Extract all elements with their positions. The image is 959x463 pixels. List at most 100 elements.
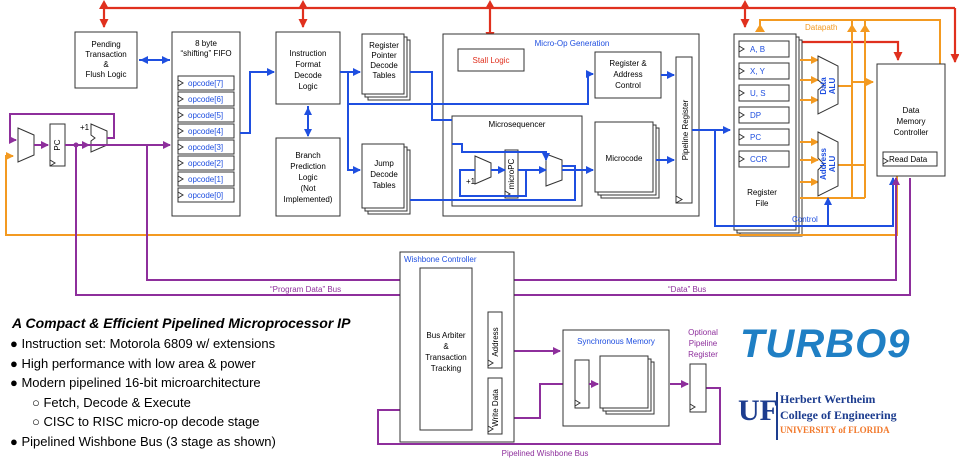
bullet-marker: ○ [32,394,44,410]
register-file-register [738,150,790,168]
purple-buses [9,113,911,445]
branch-prediction-block [275,137,341,217]
page-title: A Compact & Efficient Pipelined Micropro… [12,315,351,331]
micropc-label: microPC [507,158,516,189]
write-data-label: Write Data [491,389,500,427]
fifo-register [177,91,235,107]
bullet-text: Instruction set: Motorola 6809 w/ extens… [21,336,276,351]
register-file-register [738,62,790,80]
wishbone-controller-title: Wishbone Controller [404,255,477,264]
plus-one-label-b: +1 [80,123,90,132]
instruction-flow-lines [139,56,897,227]
clock-mark [177,95,184,103]
data-alu [817,55,839,115]
bullet-marker: ● [10,355,22,371]
register-file-register-label: DP [750,111,761,120]
fifo-register-label: opcode[0] [188,191,223,200]
pending-transaction-block [74,31,138,89]
plus-one-label-a: +1 [466,177,476,186]
bullet-marker: ● [10,375,22,390]
pc-label: PC [53,139,62,150]
clock-mark [738,133,745,141]
memory-array [599,355,655,415]
instruction-format-decode-block [275,31,341,105]
bullet-item: ○ CISC to RISC micro-op decode stage [10,412,276,432]
control-label: Control [792,215,818,224]
uf-line-2: College of Engineering [780,408,897,422]
stall-bus-up-arrows [99,0,750,9]
clock-mark [177,111,184,119]
bullet-marker: ● [10,433,22,449]
address-label: Address [491,327,500,356]
fifo-register [177,171,235,187]
data-alu-label: DataALU [819,77,837,95]
clock-mark [177,159,184,167]
register-file-register-label: A, B [750,45,765,54]
fifo-register-label: opcode[4] [188,127,223,136]
uf-mark: UF [738,394,778,427]
turbo9-logo: TURBO9 [740,322,911,366]
read-data-register [882,151,938,167]
register-file-register-label: CCR [750,155,768,164]
microsequencer-adder [474,155,492,185]
register-file-register-label: PC [750,133,761,142]
fifo-register-label: opcode[5] [188,111,223,120]
fifo-register-label: opcode[2] [188,159,223,168]
bullet-text: Modern pipelined 16-bit microarchitectur… [21,375,261,390]
bullet-item: ● High performance with low area & power [10,354,276,374]
fifo-register [177,75,235,91]
clock-mark [177,127,184,135]
clock-mark [738,45,745,53]
feature-list: ● Instruction set: Motorola 6809 w/ exte… [10,334,276,451]
pc-adder [90,123,108,153]
fifo-register-label: opcode[6] [188,95,223,104]
fifo-register-label: opcode[3] [188,143,223,152]
bullet-marker: ● [10,336,22,351]
address-register [487,311,503,369]
bullet-text: Fetch, Decode & Execute [43,394,191,410]
register-file-register [738,106,790,124]
fifo-register [177,107,235,123]
microcode-block: Microcode [594,121,660,199]
address-alu-label: AddressALU [819,147,837,180]
bullet-item: ○ Fetch, Decode & Execute [10,393,276,413]
clock-mark [738,155,745,163]
synchronous-memory-title: Synchronous Memory [577,337,655,346]
bullet-item: ● Modern pipelined 16-bit microarchitect… [10,373,276,393]
register-file-register [738,84,790,102]
fifo-register [177,139,235,155]
fifo-register [177,155,235,171]
fifo-register-label: opcode[7] [188,79,223,88]
fifo-register [177,187,235,203]
bullet-text: Pipelined Wishbone Bus (3 stage as shown… [21,433,276,449]
uf-line-3: UNIVERSITY of FLORIDA [780,425,890,435]
clock-mark [177,143,184,151]
clock-mark [177,175,184,183]
stall-logic-block [457,48,525,72]
write-data-register [487,377,503,435]
uf-line-1: Herbert Wertheim [780,392,876,406]
clock-mark [738,89,745,97]
micro-op-generation-title: Micro-Op Generation [535,39,610,48]
pc-junction-dot [73,142,79,148]
datapath-label: Datapath [805,23,837,32]
read-data-label: Read Data [889,155,928,164]
register-address-control-block [594,51,662,99]
micropc-register [504,149,519,199]
svg-text:Microcode: Microcode [606,154,643,163]
clock-mark [177,191,184,199]
address-alu [817,131,839,197]
bullet-item: ● Instruction set: Motorola 6809 w/ exte… [10,334,276,354]
register-file-register [738,40,790,58]
